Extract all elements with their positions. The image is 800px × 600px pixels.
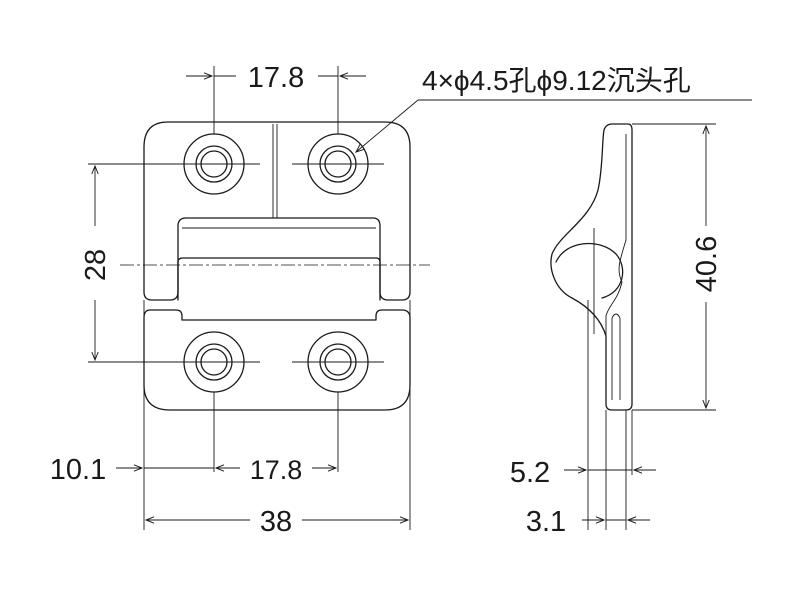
dimension-17-8-top: 17.8 [186, 62, 366, 94]
side-profile-outer [550, 123, 633, 411]
dim-side-thickness-plate: 3.1 [526, 506, 566, 538]
dim-side-thickness-outer: 5.2 [510, 457, 550, 489]
hole-note: 4×ϕ4.5孔ϕ9.12沉头孔 [422, 65, 691, 96]
dim-hole-pitch-top: 17.8 [248, 62, 304, 94]
side-view [550, 123, 716, 530]
seam-line [272, 124, 278, 218]
dimension-17-8-bottom: 17.8 [144, 455, 338, 485]
side-extension-lines [587, 123, 716, 530]
side-knuckle-arc [555, 242, 624, 299]
dim-side-height: 40.6 [691, 236, 723, 292]
dim-edge-to-hole: 10.1 [50, 454, 106, 486]
dimension-40-6: 40.6 [691, 124, 723, 410]
dim-height-holes: 28 [80, 249, 112, 281]
hole-center-lines [168, 163, 384, 363]
extension-lines [88, 66, 411, 530]
side-thickness-lines [611, 313, 621, 400]
dimension-38: 38 [144, 506, 410, 538]
hole-callout: 4×ϕ4.5孔ϕ9.12沉头孔 [355, 65, 752, 153]
knuckle-fold [177, 217, 381, 301]
dimension-5-2: 5.2 [510, 457, 656, 489]
dimension-10-1: 10.1 [50, 454, 144, 486]
upper-leaf-outline [143, 121, 411, 301]
dim-overall-width: 38 [260, 506, 292, 538]
dimension-28: 28 [80, 164, 112, 362]
dimension-3-1: 3.1 [526, 506, 650, 538]
dim-hole-pitch-bottom: 17.8 [250, 455, 303, 485]
side-profile-inner [605, 134, 627, 336]
front-view [88, 66, 430, 530]
